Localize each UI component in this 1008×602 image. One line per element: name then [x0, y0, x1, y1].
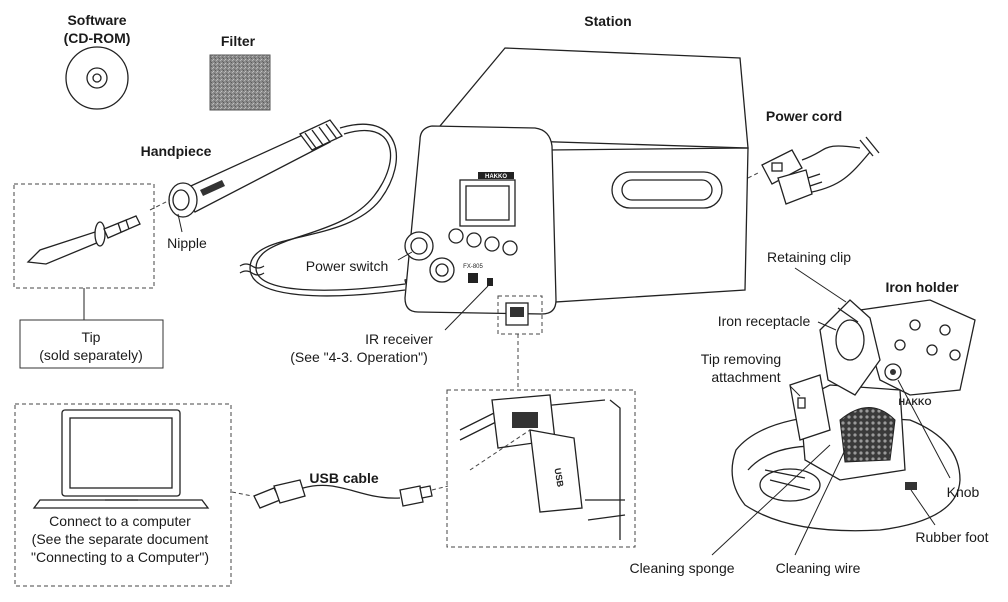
usb-port-zoom-illustration: USB: [459, 394, 626, 540]
label-usb-cable: USB cable: [309, 470, 378, 486]
power-cord-illustration: [761, 136, 880, 205]
label-connect-computer-ref: (See the separate document: [32, 531, 209, 547]
usb-port-zoom-box: [446, 389, 636, 548]
label-cleaning-wire: Cleaning wire: [776, 560, 861, 576]
label-iron-receptacle: Iron receptacle: [718, 313, 811, 329]
station-brand-text: HAKKO: [485, 174, 507, 180]
station-button-3: [484, 236, 500, 252]
label-software-cdrom: (CD-ROM): [64, 30, 131, 46]
filter-illustration: [209, 54, 271, 111]
label-ir-receiver-ref: (See "4-3. Operation"): [290, 349, 428, 365]
usb-cover-text: USB: [552, 467, 565, 488]
label-filter: Filter: [221, 33, 256, 49]
laptop-dashed-box: [14, 403, 232, 587]
label-retaining-clip: Retaining clip: [767, 249, 851, 265]
label-iron-holder: Iron holder: [885, 279, 959, 295]
label-connect-computer: Connect to a computer: [49, 513, 191, 529]
label-power-switch: Power switch: [306, 258, 388, 274]
label-handpiece: Handpiece: [141, 143, 212, 159]
tip-label-box: [19, 319, 164, 369]
label-power-cord: Power cord: [766, 108, 842, 124]
label-cleaning-sponge: Cleaning sponge: [629, 560, 734, 576]
tip-dashed-box: [13, 183, 155, 289]
label-ir-receiver: IR receiver: [365, 331, 433, 347]
usb-cable-illustration: [253, 479, 433, 509]
label-tip-removing: Tip removing: [701, 351, 781, 367]
iron-holder-illustration: HAKKO: [731, 299, 976, 532]
station-button-2: [466, 232, 482, 248]
station-illustration: HAKKO FX-805: [404, 47, 749, 326]
label-connect-computer-doc: "Connecting to a Computer"): [31, 549, 209, 565]
station-button-4: [502, 240, 518, 256]
leader-lines: [177, 213, 951, 556]
label-tip-removing-attachment: attachment: [711, 369, 780, 385]
station-button-1: [448, 228, 464, 244]
ir-receiver-window: [487, 278, 493, 286]
label-rubber-foot: Rubber foot: [915, 529, 988, 545]
label-station: Station: [584, 13, 631, 29]
label-software: Software: [67, 12, 126, 28]
label-tip: Tip: [82, 329, 101, 345]
station-model-text: FX-805: [463, 264, 483, 270]
label-nipple: Nipple: [167, 235, 207, 251]
label-tip-sold-separately: (sold separately): [39, 347, 143, 363]
label-knob: Knob: [947, 484, 980, 500]
holder-brand-text: HAKKO: [899, 397, 932, 407]
tip-illustration: [26, 215, 141, 265]
laptop-illustration: [32, 409, 210, 509]
cd-rom-illustration: [65, 46, 129, 110]
power-switch-knob: [404, 231, 434, 261]
